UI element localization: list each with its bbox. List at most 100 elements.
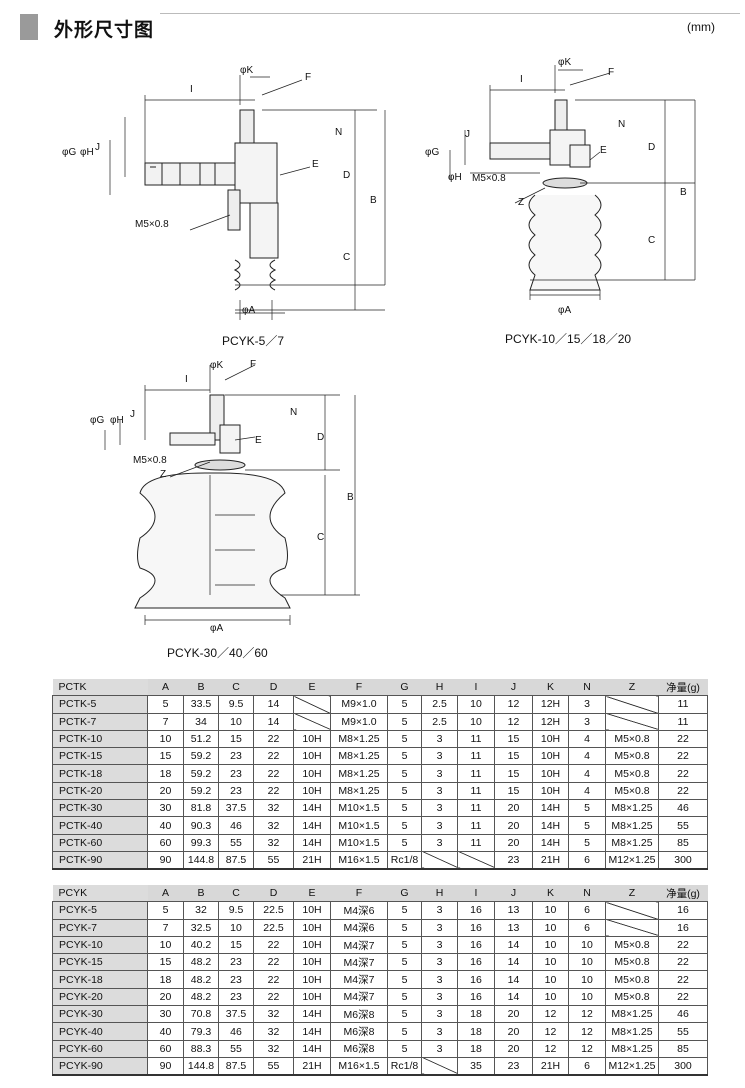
table-cell: 3	[421, 816, 458, 835]
table-cell: 12	[568, 1039, 606, 1058]
table-cell: 3	[421, 970, 458, 989]
column-header: H	[421, 885, 458, 903]
column-header: F	[330, 885, 388, 903]
table-cell: 48.2	[183, 953, 219, 972]
table-cell: M4深6	[330, 918, 388, 937]
table-cell: 14	[494, 970, 533, 989]
model-cell: PCYK-5	[52, 901, 148, 920]
column-header: J	[494, 679, 533, 697]
dimension-label: F	[608, 67, 614, 78]
table-cell: 59.2	[183, 747, 219, 766]
dimension-label: F	[305, 72, 311, 83]
model-cell: PCYK-18	[52, 970, 148, 989]
model-cell: PCTK-40	[52, 816, 148, 835]
table-cell: 14H	[532, 816, 569, 835]
table-cell: M4深7	[330, 970, 388, 989]
table-cell: M8×1.25	[330, 781, 388, 801]
table-cell: 22	[253, 729, 294, 749]
table-cell: M12×1.25	[605, 1056, 659, 1077]
table-cell: 5	[387, 816, 422, 835]
table-cell: 12H	[532, 712, 569, 731]
column-header: D	[253, 679, 294, 697]
column-header: B	[183, 885, 219, 903]
table-cell: 14	[253, 695, 294, 714]
table-cell: 9.5	[218, 901, 254, 920]
table-cell: 3	[421, 747, 458, 766]
table-cell: 5	[147, 901, 184, 920]
table-cell: 32	[253, 1039, 294, 1058]
table-cell: M6深8	[330, 1039, 388, 1058]
column-header: K	[532, 679, 569, 697]
model-cell: PCYK-7	[52, 918, 148, 937]
table-cell: 12	[532, 1005, 569, 1024]
model-cell: PCYK-30	[52, 1005, 148, 1024]
table-cell: 48.2	[183, 970, 219, 989]
table-cell: 23	[494, 1056, 533, 1077]
table-cell: 5	[387, 953, 422, 972]
table-cell: 10	[568, 935, 606, 955]
table-cell: 3	[421, 935, 458, 955]
table-cell: 12	[494, 695, 533, 714]
table-cell: 10	[568, 987, 606, 1007]
dimension-label: φH	[110, 415, 124, 426]
table-cell: 10	[532, 935, 569, 955]
table-cell: 6	[568, 918, 606, 937]
table-cell: 30	[147, 799, 184, 818]
table-cell: 15	[494, 764, 533, 783]
table-cell: 23	[218, 953, 254, 972]
table-cell: 22.5	[253, 918, 294, 937]
table-cell: 11	[658, 695, 708, 714]
table-cell: 22	[253, 953, 294, 972]
column-header: N	[568, 885, 606, 903]
table-cell: 11	[457, 781, 495, 801]
table-cell: 3	[568, 712, 606, 731]
table-cell: 14H	[293, 1039, 331, 1058]
table-cell: 5	[387, 901, 422, 920]
table-cell: 5	[387, 695, 422, 714]
table-cell: 32	[253, 816, 294, 835]
table-cell: M8×1.25	[330, 729, 388, 749]
table-cell: M5×0.8	[605, 781, 659, 801]
dimension-label: PCYK-5／7	[222, 334, 284, 348]
column-header: I	[457, 679, 495, 697]
table-cell: 10H	[532, 781, 569, 801]
table-cell: 300	[658, 850, 708, 871]
not-applicable-cell	[605, 901, 659, 920]
dimension-label: N	[618, 119, 625, 130]
model-cell: PCTK-30	[52, 799, 148, 818]
table-cell: 10H	[293, 970, 331, 989]
column-header: A	[147, 679, 184, 697]
dimension-label: D	[648, 142, 655, 153]
table-cell: 14H	[293, 1005, 331, 1024]
dimension-label: PCYK-30／40／60	[167, 646, 268, 660]
table-cell: 7	[147, 918, 184, 937]
dimension-label: I	[185, 374, 188, 385]
table-cell: 79.3	[183, 1022, 219, 1041]
drawing-pcyk-10-20: I φK F E N D B C φA φG φH J M5×0.8 Z PCY…	[425, 57, 696, 346]
table-cell: 10	[568, 953, 606, 972]
table-cell: 3	[421, 781, 458, 801]
table-cell: 10	[147, 935, 184, 955]
table-cell: M8×1.25	[605, 833, 659, 852]
table-cell: 5	[387, 833, 422, 852]
table-cell: 5	[387, 970, 422, 989]
dimension-label: J	[95, 142, 100, 153]
model-cell: PCYK-60	[52, 1039, 148, 1058]
title-marker	[20, 14, 38, 40]
not-applicable-cell	[605, 918, 659, 937]
table-cell: 23	[494, 850, 533, 871]
table-cell: 20	[147, 781, 184, 801]
dimension-label: φG	[90, 415, 104, 426]
table-cell: M8×1.25	[605, 799, 659, 818]
table-cell: 12	[532, 1039, 569, 1058]
table-cell: 3	[421, 953, 458, 972]
column-header: Z	[605, 679, 659, 697]
table-cell: 5	[387, 799, 422, 818]
